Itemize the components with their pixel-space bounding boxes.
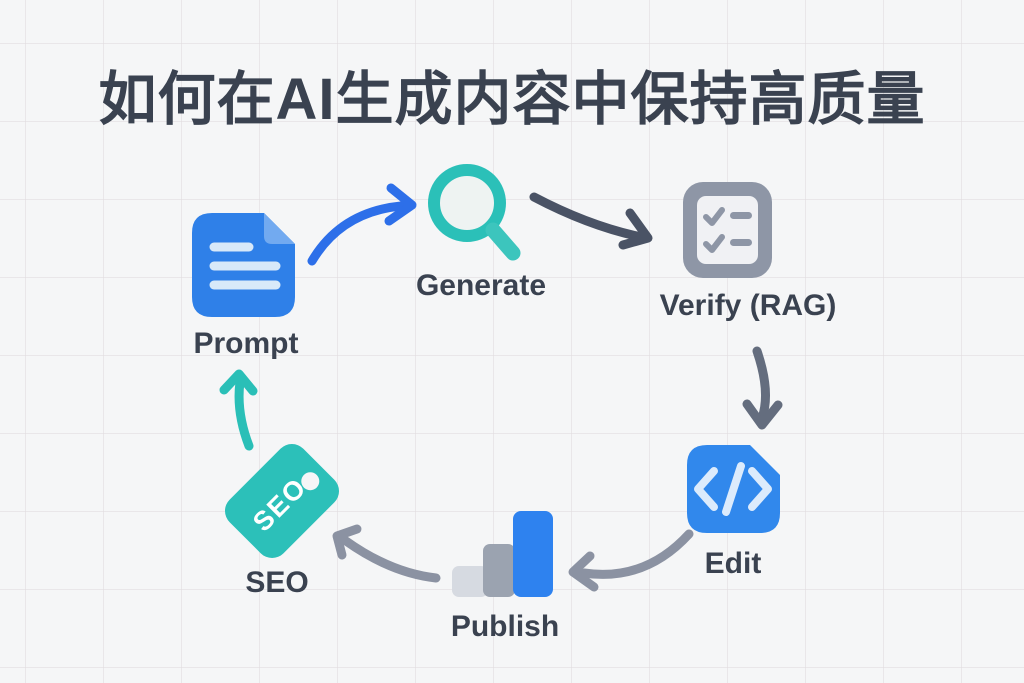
price-tag-icon: SEO: [224, 443, 340, 559]
arrow-seo-to-prompt: [219, 369, 258, 451]
arrow-edit-to-publish: [568, 529, 694, 592]
node-label-edit: Edit: [704, 547, 762, 580]
arrow-prompt-to-generate: [307, 183, 417, 266]
node-label-verify: Verify (RAG): [659, 289, 837, 322]
code-icon: [687, 445, 780, 533]
page-title: 如何在AI生成内容中保持高质量: [98, 67, 926, 132]
node-label-generate: Generate: [415, 269, 547, 302]
magnifier-icon: [428, 164, 521, 261]
arrow-publish-to-seo: [332, 524, 441, 583]
arrow-generate-to-verify: [529, 192, 653, 250]
checklist-icon: [683, 182, 772, 278]
arrow-verify-to-edit: [742, 346, 783, 430]
bar-chart-icon: [452, 511, 553, 597]
node-label-seo: SEO: [245, 566, 309, 599]
document-icon: [192, 213, 295, 317]
node-label-prompt: Prompt: [193, 327, 299, 360]
node-label-publish: Publish: [450, 610, 560, 643]
